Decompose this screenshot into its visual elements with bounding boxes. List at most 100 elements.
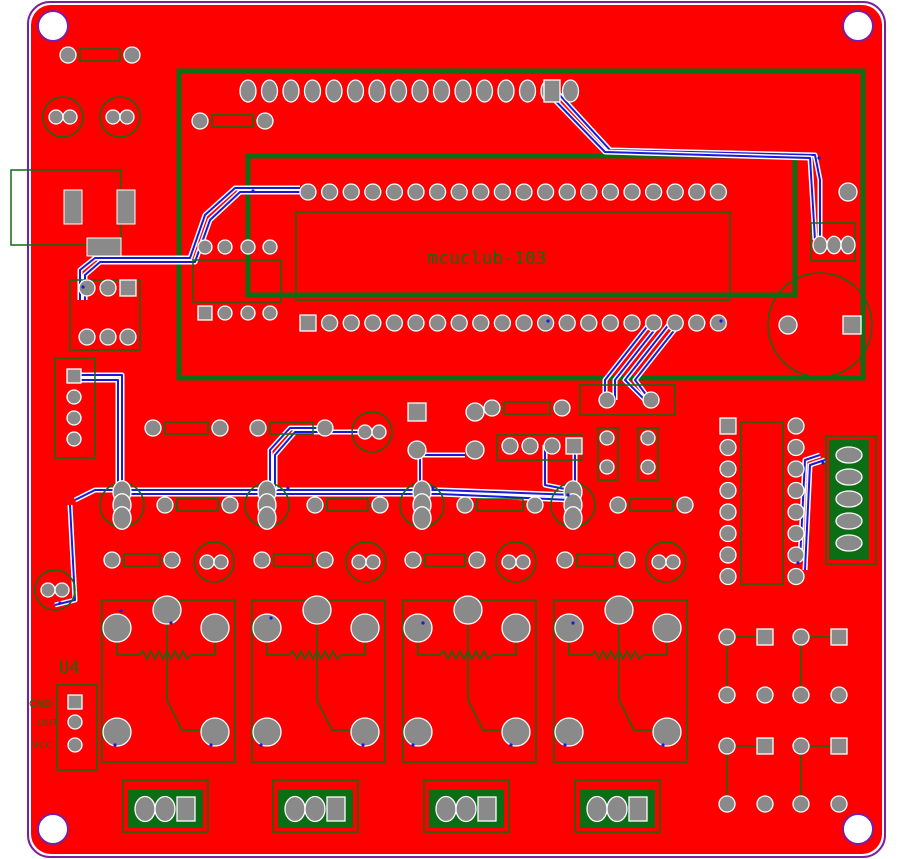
via-dot: [566, 493, 570, 497]
round-pad: [792, 737, 810, 755]
resistor-body: [629, 498, 674, 512]
round-pad: [78, 328, 96, 346]
u4-pin-label-out: OUT: [37, 718, 59, 729]
round-pad: [787, 417, 805, 435]
round-pad: [719, 567, 737, 586]
round-pad: [342, 183, 360, 201]
relay-contact: [166, 610, 215, 731]
round-pad: [472, 314, 490, 332]
round-pad: [787, 546, 805, 564]
led-outline: [99, 96, 141, 138]
lcd-header-pad: [475, 79, 494, 103]
round-pad: [554, 717, 584, 747]
lcd-text: mcuclub-103: [427, 248, 546, 269]
round-pad: [652, 613, 682, 643]
round-pad: [792, 686, 810, 704]
round-pad: [599, 459, 615, 475]
via-dot: [58, 601, 62, 605]
oval-pad: [435, 795, 457, 823]
round-pad: [302, 595, 332, 625]
round-pad: [792, 628, 810, 646]
round-pad: [197, 239, 213, 255]
trace: [634, 322, 681, 401]
trace: [799, 454, 821, 561]
square-pad: [830, 628, 848, 646]
round-pad: [403, 613, 433, 643]
round-pad: [501, 717, 531, 747]
round-pad: [601, 183, 620, 201]
resistor-body: [123, 553, 161, 567]
round-pad: [472, 183, 490, 201]
via-dot: [209, 743, 213, 747]
trace: [544, 445, 571, 491]
round-pad: [787, 503, 805, 521]
led-outline: [193, 541, 235, 583]
round-pad: [144, 419, 162, 437]
round-pad: [719, 438, 737, 457]
round-pad: [78, 279, 96, 297]
resistor-body: [476, 498, 524, 512]
round-pad: [102, 717, 132, 747]
round-pad: [199, 554, 215, 570]
round-pad: [580, 183, 598, 201]
u4-label: U4: [59, 658, 79, 678]
lcd-header-pad: [325, 79, 343, 103]
round-pad: [666, 314, 684, 332]
round-pad: [652, 717, 682, 747]
led-outline: [645, 541, 687, 583]
resistor-body: [176, 498, 219, 512]
trace: [84, 191, 300, 300]
round-pad: [515, 183, 533, 201]
round-pad: [618, 551, 636, 569]
via-dot: [821, 461, 825, 465]
round-pad: [483, 399, 501, 417]
oval-pad: [412, 506, 432, 530]
round-pad: [604, 595, 634, 625]
round-pad: [262, 305, 278, 321]
round-pad: [428, 183, 447, 201]
trace: [554, 89, 821, 240]
round-pad: [252, 613, 282, 643]
round-pad: [515, 554, 531, 570]
resistor-body: [164, 421, 209, 435]
oval-pad: [154, 795, 176, 823]
round-pad: [40, 582, 56, 598]
round-pad: [718, 795, 736, 813]
relay-coil: [288, 649, 342, 661]
led-outline: [495, 541, 537, 583]
round-pad: [403, 717, 433, 747]
via-dot: [113, 743, 117, 747]
lcd1602-outline: [176, 68, 866, 381]
round-pad: [719, 481, 737, 500]
resistor-body: [576, 553, 616, 567]
led-outline: [345, 541, 387, 583]
led-outline: [351, 411, 393, 453]
round-pad: [342, 314, 360, 332]
mounting-holes: [37, 10, 874, 845]
round-pad: [200, 717, 230, 747]
round-pad: [364, 183, 382, 201]
power-jack: [10, 169, 136, 257]
oval-pad: [455, 795, 477, 823]
round-pad: [221, 496, 239, 514]
cap-outline: [637, 427, 659, 481]
round-pad: [371, 424, 387, 440]
oval-pad: [606, 795, 628, 823]
oval-pad: [840, 235, 856, 255]
round-pad: [838, 182, 858, 202]
round-pad: [123, 46, 141, 64]
round-pad: [350, 717, 380, 747]
round-pad: [536, 314, 555, 332]
round-pad: [644, 314, 663, 332]
connector-pad: [835, 468, 863, 486]
round-pad: [119, 328, 137, 346]
lcd-header-pad: [260, 79, 279, 103]
resistor-body: [79, 48, 121, 62]
header-j1-outline: [54, 357, 96, 459]
trace: [544, 89, 816, 241]
trace: [614, 322, 661, 400]
round-pad: [501, 554, 517, 570]
round-pad: [465, 440, 485, 460]
round-pad: [640, 430, 656, 446]
